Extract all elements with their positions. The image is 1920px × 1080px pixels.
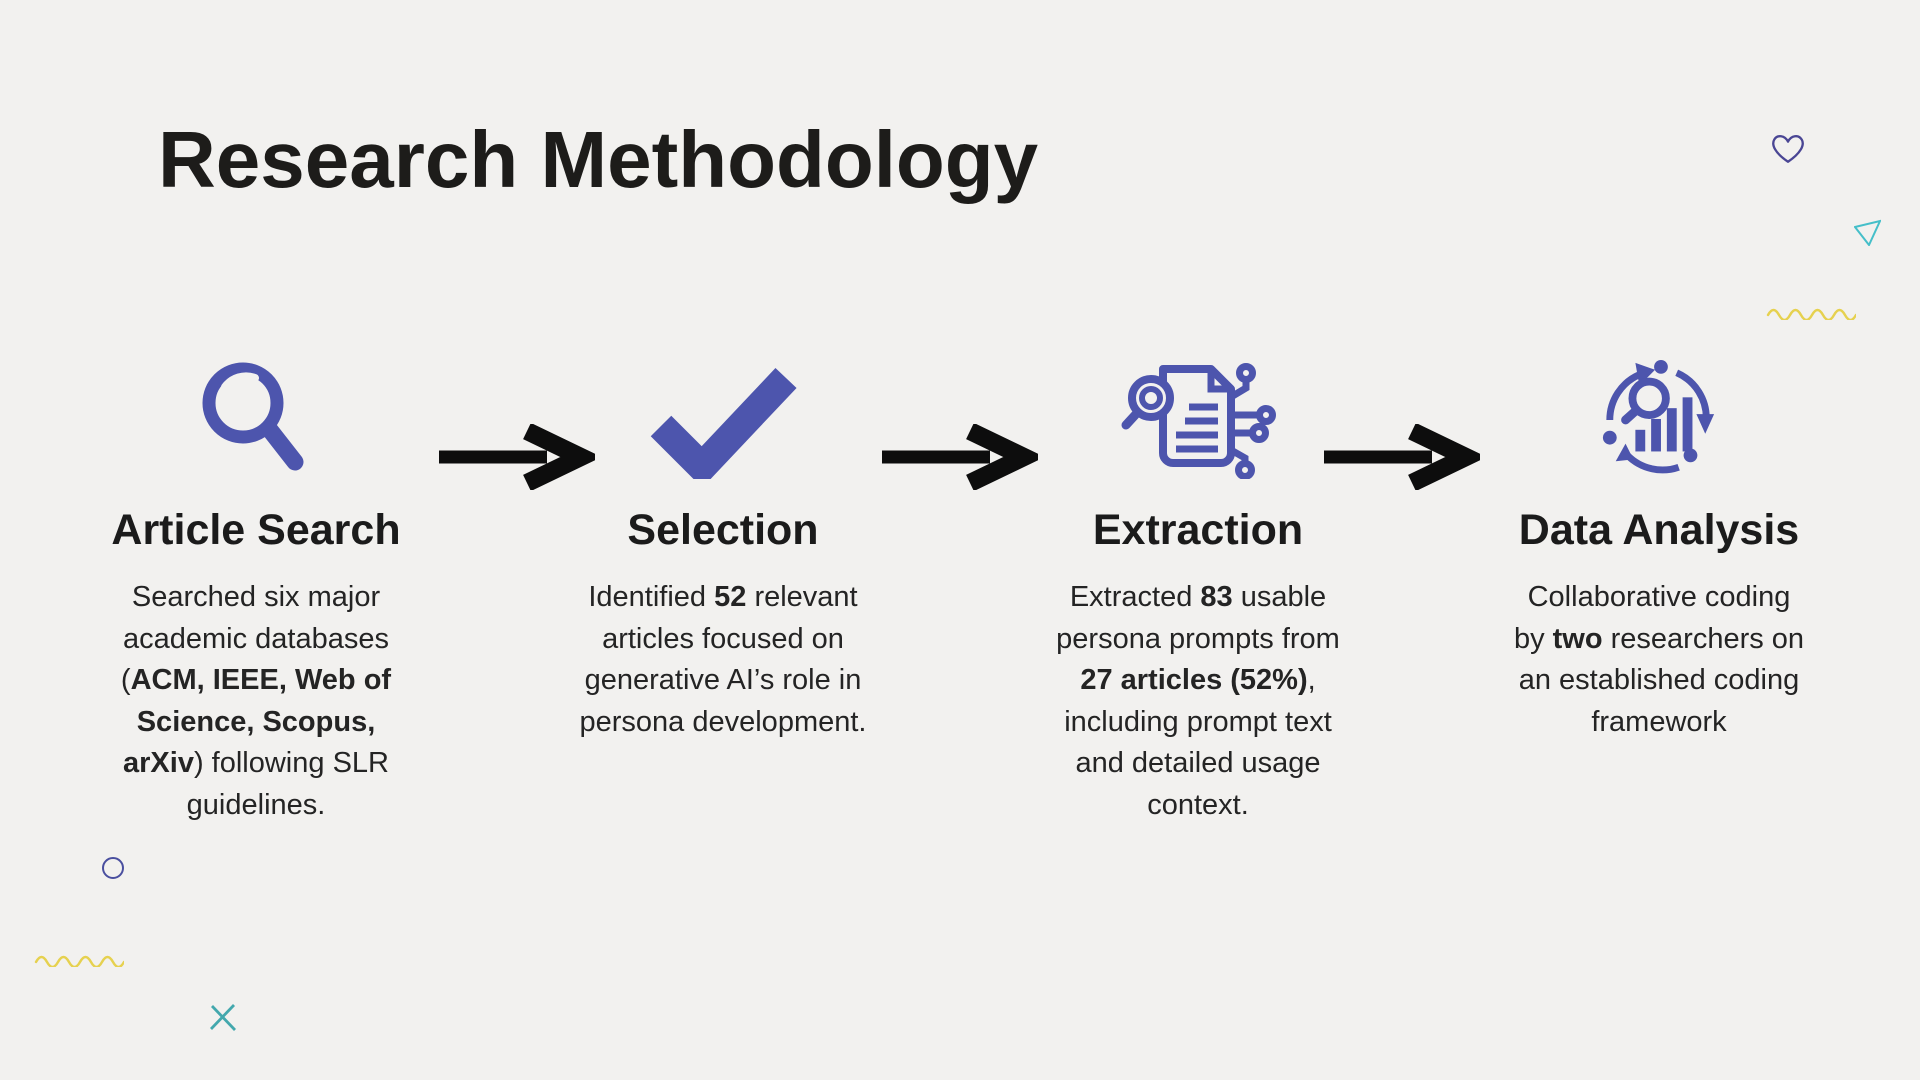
page-title: Research Methodology: [158, 115, 1039, 204]
squiggle-line-icon: [1766, 306, 1858, 325]
circle-outline-icon: [102, 857, 124, 879]
step-title: Article Search: [111, 506, 401, 554]
step-icon-box: [96, 352, 416, 484]
step-title: Extraction: [1092, 506, 1304, 554]
step-description: Identified 52 relevant articles focused …: [579, 581, 867, 738]
step-description: Searched six major academic databases (A…: [120, 581, 392, 821]
step-extraction: Extraction Extracted 83 usable persona p…: [1038, 352, 1358, 826]
document-extraction-icon: [1117, 357, 1279, 484]
step-article-search: Article Search Searched six major academ…: [96, 352, 416, 826]
analytics-cycle-icon: [1598, 357, 1720, 484]
flow-arrow-icon: [435, 422, 602, 492]
magnifying-glass-icon: [199, 361, 313, 484]
step-description: Extracted 83 usable persona prompts from…: [1056, 581, 1340, 821]
step-title: Selection: [627, 506, 819, 554]
step-title: Data Analysis: [1518, 506, 1800, 554]
flow-arrow-icon: [878, 422, 1045, 492]
step-description: Collaborative coding by two researchers …: [1513, 581, 1805, 738]
squiggle-line-icon: [34, 953, 126, 972]
checkmark-icon: [647, 368, 800, 488]
x-mark-icon: [208, 1002, 239, 1038]
step-icon-box: [563, 352, 883, 488]
flow-arrow-icon: [1320, 422, 1487, 492]
step-data-analysis: Data Analysis Collaborative coding by tw…: [1499, 352, 1819, 743]
triangle-outline-icon: [1853, 219, 1882, 251]
step-selection: Selection Identified 52 relevant article…: [563, 352, 883, 743]
step-icon-box: [1499, 352, 1819, 484]
heart-outline-icon: [1769, 131, 1807, 170]
step-icon-box: [1038, 352, 1358, 484]
